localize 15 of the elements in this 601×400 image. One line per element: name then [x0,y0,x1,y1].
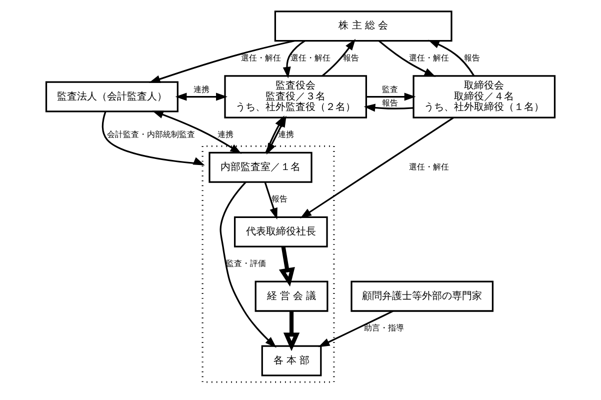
edge-label: 助言・指導 [364,322,404,333]
edge-label: 選任・解任 [290,52,331,62]
edge-label: 選任・解任 [409,161,450,172]
edge-label: 連携 [278,129,294,140]
edge-label: 報告 [464,52,480,62]
edge-label: 選任・解任 [409,52,450,62]
edge-label: 報告 [271,194,288,204]
edge-label: 連携 [217,129,234,140]
edge-label: 選任・解任 [240,52,281,62]
edge-label: 報告 [343,52,360,62]
edge-label: 連携 [193,84,210,94]
edge-label: 会計監査・内部統制監査 [107,129,196,140]
edge-label: 監査・評価 [226,258,266,268]
edge-label: 報告 [382,98,398,108]
edge-label: 監査 [382,84,398,94]
